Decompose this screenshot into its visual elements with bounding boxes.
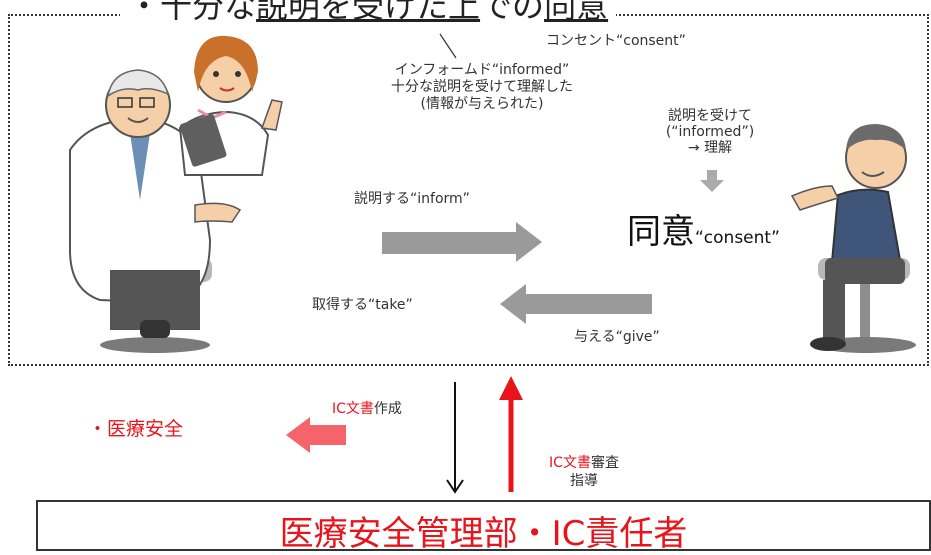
create-label: 作成 — [373, 401, 402, 417]
nurse-illustration — [178, 35, 283, 176]
title-part4: 同意 — [544, 0, 609, 25]
title-part1: 十分な — [160, 0, 257, 25]
title-part3: での — [480, 0, 545, 25]
review-red: IC文書 — [549, 455, 591, 471]
inform-label: 説明する“inform” — [354, 191, 470, 207]
consent-note: コンセント“consent” — [546, 33, 686, 49]
informed-line3: (情報が与えられた) — [420, 96, 544, 112]
review-up-arrow-head — [499, 376, 523, 400]
patient-understanding: 説明を受けて (“informed”) → 理解 — [640, 108, 780, 156]
ic-document-review: IC文書審査 指導 — [534, 454, 634, 490]
informed-line1: インフォームド“informed” — [394, 62, 570, 78]
informed-explanation: インフォームド“informed” 十分な説明を受けて理解した (情報が与えられ… — [332, 62, 632, 113]
ic-document-create: IC文書作成 — [332, 398, 402, 418]
consent-big: 同意 — [627, 212, 695, 252]
consent-label: 同意“consent” — [627, 204, 780, 253]
page-title: ・十分な説明を受けた上での同意 — [120, 0, 617, 26]
medical-safety-label: ・医療安全 — [88, 418, 184, 440]
responsible-department-box: 医療安全管理部・IC責任者 — [36, 500, 931, 554]
patient-line1: 説明を受けて — [668, 108, 752, 124]
understand-down-arrow — [700, 170, 724, 192]
safety-left-arrow — [286, 417, 346, 453]
ic-document-red: IC文書 — [332, 401, 374, 417]
patient-illustration — [790, 124, 916, 353]
informed-line2: 十分な説明を受けて理解した — [391, 79, 573, 95]
responsible-department-label: 医療安全管理部・IC責任者 — [279, 514, 688, 554]
title-bullet: ・ — [128, 0, 161, 25]
title-pointer-line — [439, 33, 457, 59]
inform-arrow — [382, 222, 542, 262]
give-arrow — [500, 284, 652, 324]
patient-line3: → 理解 — [687, 140, 733, 156]
consent-small: “consent” — [695, 228, 780, 248]
take-label: 取得する“take” — [312, 297, 413, 313]
doctor-illustration — [69, 69, 242, 353]
review-label: 審査 — [590, 455, 619, 471]
title-part2: 説明を受けた上 — [256, 0, 481, 25]
patient-line2: (“informed”) — [665, 124, 755, 140]
guide-label: 指導 — [570, 473, 598, 489]
give-label: 与える“give” — [574, 329, 660, 345]
